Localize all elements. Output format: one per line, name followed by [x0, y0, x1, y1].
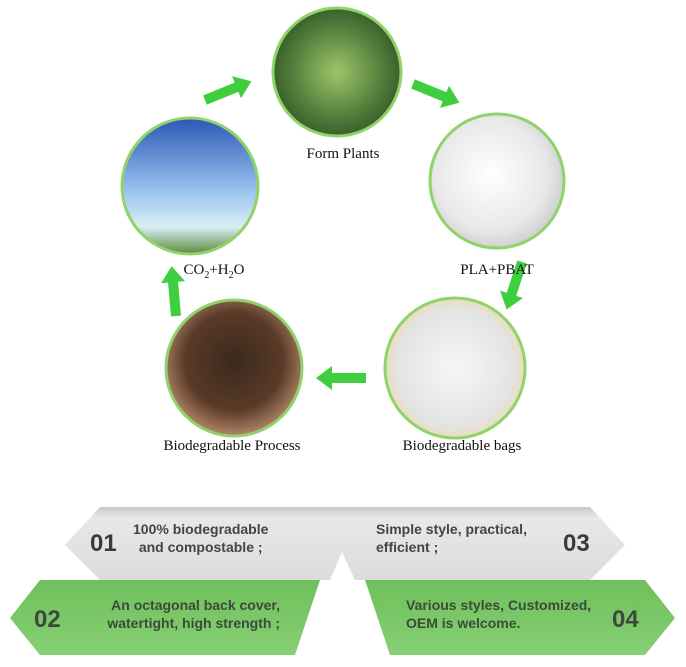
grey-band	[65, 507, 625, 580]
label-part: O	[233, 262, 245, 278]
feature-text: 100% biodegradable and compostable ;	[133, 520, 268, 556]
feature-text: Various styles, Customized, OEM is welcom…	[406, 596, 591, 632]
green-band-right	[365, 580, 675, 655]
feature-number: 02	[34, 606, 61, 633]
label-part: +H	[209, 262, 229, 278]
green-band-left	[10, 580, 320, 655]
stage-label-pla-pbat: PLA+PBAT	[460, 262, 534, 278]
plastic-bags-image	[383, 296, 527, 440]
feature-line: OEM is welcome.	[406, 615, 521, 631]
label-subscript: 2	[204, 270, 210, 281]
label-part: CO	[183, 262, 205, 278]
arrow-icon	[203, 76, 252, 105]
feature-text: Simple style, practical, efficient ;	[376, 520, 527, 556]
feature-line: and compostable ;	[138, 539, 263, 555]
label-subscript: 2	[228, 270, 234, 281]
feature-line: 100% biodegradable	[133, 521, 269, 537]
feature-text: An octagonal back cover, watertight, high…	[68, 596, 280, 632]
feature-number: 04	[612, 606, 639, 633]
feature-line: watertight, high strength ;	[107, 615, 280, 631]
arrow-icon	[500, 260, 527, 310]
sky-seedling-image	[120, 116, 260, 256]
feature-line: An octagonal back cover,	[111, 597, 280, 613]
arrow-icon	[316, 366, 366, 390]
corn-plants-image	[271, 6, 403, 138]
stage-label-co2-h2o: CO2+H2O	[184, 262, 245, 281]
arrow-icon	[411, 79, 460, 108]
stage-label-form-plants: Form Plants	[306, 146, 380, 162]
feature-number: 01	[90, 530, 117, 557]
arrow-icon	[161, 266, 185, 317]
white-pellets-image	[428, 112, 566, 250]
feature-number: 03	[563, 530, 590, 557]
feature-line: Various styles, Customized,	[406, 597, 592, 613]
feature-line: Simple style, practical,	[376, 521, 527, 537]
stage-label-biodegradable-bags: Biodegradable bags	[402, 438, 522, 454]
feature-line: efficient ;	[376, 539, 439, 555]
soil-in-hands-image	[164, 298, 304, 438]
stage-label-biodegradable-process: Biodegradable Process	[163, 438, 301, 454]
